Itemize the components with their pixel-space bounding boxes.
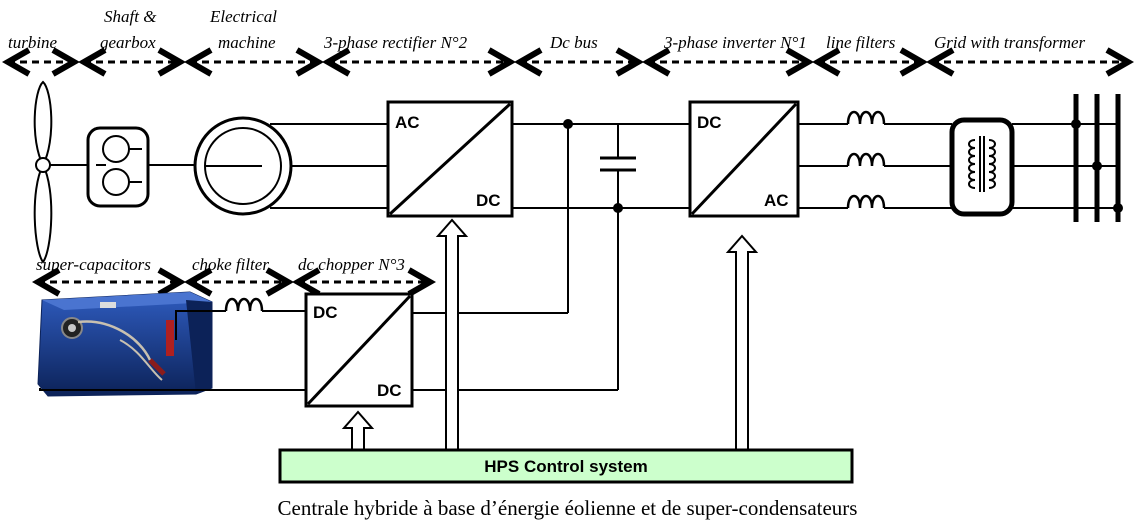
segment-label-rectifier: 3-phase rectifier N°2 — [323, 33, 468, 52]
chopper-dc-bottom-label: DC — [377, 381, 402, 400]
control-system-label: HPS Control system — [484, 457, 647, 476]
segment-label-machine: machine — [218, 33, 276, 52]
electrical-machine-icon — [195, 118, 291, 214]
segment-label-dc-chopper: dc chopper N°3 — [298, 255, 405, 274]
dc-bus — [512, 119, 690, 390]
segment-label-electrical: Electrical — [209, 7, 277, 26]
chopper-dc-top-label: DC — [313, 303, 338, 322]
inverter-ac-label: AC — [764, 191, 789, 210]
segment-label-inverter: 3-phase inverter N°1 — [663, 33, 807, 52]
rectifier-dc-label: DC — [476, 191, 501, 210]
grid-busbars — [1071, 94, 1123, 222]
segment-label-dc-bus: Dc bus — [549, 33, 598, 52]
line-filters — [798, 112, 952, 208]
segment-label-super-capacitors: super-capacitors — [36, 255, 151, 274]
segment-label-shaft: Shaft & — [104, 7, 157, 26]
turbine-icon — [35, 82, 88, 262]
super-capacitor-module-icon — [38, 292, 212, 396]
gearbox-icon — [88, 128, 196, 206]
figure-caption: Centrale hybride à base d’énergie éolien… — [0, 496, 1135, 521]
segment-label-grid: Grid with transformer — [934, 33, 1086, 52]
inverter-dc-label: DC — [697, 113, 722, 132]
segment-label-turbine: turbine — [8, 33, 58, 52]
chopper-dcbus-wiring — [412, 313, 618, 390]
segment-label-line-filters: line filters — [826, 33, 896, 52]
segment-label-choke-filter: choke filter — [192, 255, 269, 274]
rectifier-ac-label: AC — [395, 113, 420, 132]
segment-label-gearbox: gearbox — [100, 33, 156, 52]
